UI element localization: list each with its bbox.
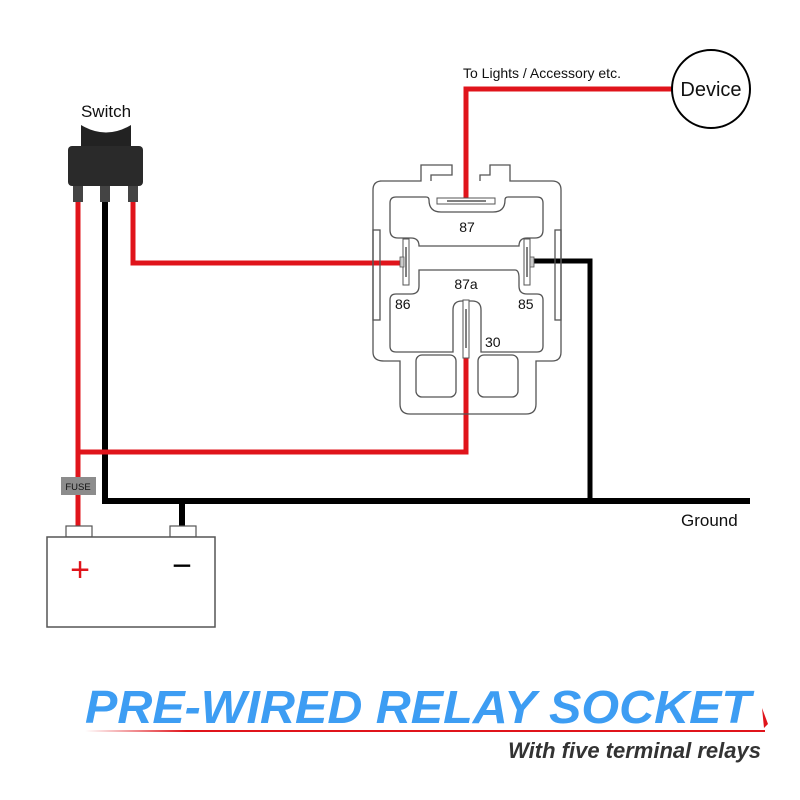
fuse-label: FUSE <box>65 482 90 493</box>
terminal-87a-label: 87a <box>454 276 478 292</box>
battery-positive-post <box>65 525 93 538</box>
switch-pin-left <box>73 186 83 202</box>
battery-plus-sign: + <box>70 551 90 589</box>
terminal-30-label: 30 <box>485 334 501 350</box>
relay-socket <box>372 164 562 415</box>
fuse-box <box>61 477 96 495</box>
title-underline <box>85 730 765 732</box>
device-circle[interactable] <box>671 49 751 129</box>
ground-wire-switch <box>102 200 750 504</box>
ground-label: Ground <box>681 511 738 530</box>
battery: + − <box>46 525 216 628</box>
switch-to-86-wire <box>130 200 402 266</box>
switch-pin-right <box>128 186 138 202</box>
switch[interactable] <box>68 125 143 202</box>
relay-bottom-left-slot <box>415 354 457 398</box>
terminal-86-label: 86 <box>395 296 411 312</box>
terminal-30-wire <box>78 358 469 455</box>
relay-87-cavity <box>389 196 544 247</box>
terminal-87-label: 87 <box>459 219 475 235</box>
to-lights-label: To Lights / Accessory etc. <box>463 65 621 81</box>
ground-wire-relay-85 <box>528 258 593 501</box>
relay-right-tab <box>554 229 562 321</box>
terminal-87-blade <box>436 197 496 205</box>
switch-pin-middle <box>100 186 110 202</box>
subtitle: With five terminal relays <box>508 738 761 763</box>
main-title: PRE-WIRED RELAY SOCKET <box>85 681 755 733</box>
terminal-30-blade <box>462 299 470 359</box>
battery-minus-sign: − <box>172 547 192 585</box>
relay-bottom-right-slot <box>477 354 519 398</box>
terminal-85-label: 85 <box>518 296 534 312</box>
terminal-86-blade <box>399 238 410 286</box>
terminal-85-blade <box>523 238 535 286</box>
switch-rocker <box>81 125 131 147</box>
switch-body <box>68 146 143 186</box>
title-accent-mark <box>762 708 768 728</box>
relay-outer-outline <box>372 164 562 415</box>
terminal-87-to-device-wire <box>463 86 672 198</box>
battery-negative-post <box>169 525 197 538</box>
device-label: Device <box>680 79 741 101</box>
relay-lower-cavity <box>389 269 544 353</box>
switch-label: Switch <box>81 102 131 121</box>
relay-left-tab <box>372 229 381 321</box>
battery-body <box>46 536 216 628</box>
